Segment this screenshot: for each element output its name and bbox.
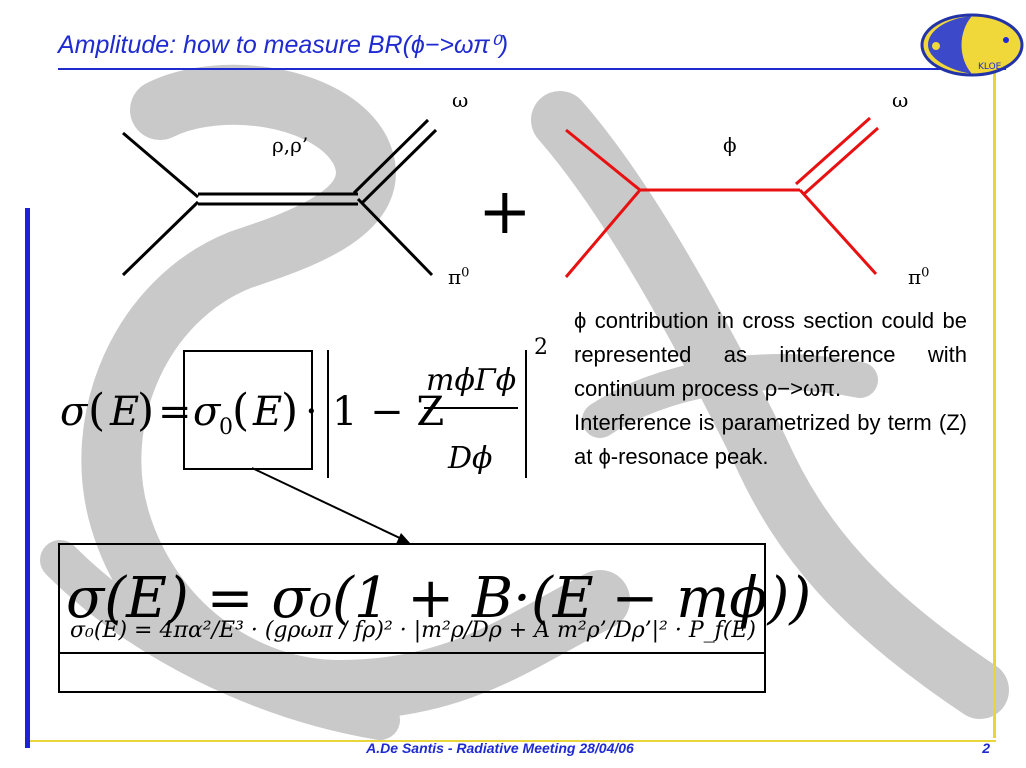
box-divider — [60, 652, 764, 654]
svg-text:=: = — [158, 389, 192, 435]
kloe-logo: KLOE — [920, 13, 1024, 77]
svg-text:): ) — [281, 385, 298, 436]
phi-label: ϕ — [723, 133, 737, 157]
svg-text:E: E — [109, 389, 139, 435]
svg-text:mϕΓϕ: mϕΓϕ — [426, 363, 516, 398]
sigma0-highlight-box — [183, 350, 313, 470]
svg-text:E: E — [252, 389, 282, 435]
title-underline — [58, 68, 1006, 70]
svg-text:(: ( — [88, 385, 105, 436]
sigma0-definition-formula: σ₀(E) = 4πα²/E³ · (gρωπ / fρ)² · |m²ρ/Dρ… — [70, 618, 756, 643]
overlay-formula: σ(E) = σ₀(1 + B·(E − mϕ)) — [66, 566, 811, 631]
svg-text:KLOE: KLOE — [978, 62, 1002, 72]
page-number: 2 — [982, 740, 990, 756]
left-accent-bar — [25, 208, 30, 748]
explanation-line-2: Interference is parametrized by term (Z)… — [574, 410, 967, 469]
slide-title: Amplitude: how to measure BR(ϕ−>ωπ⁰) — [58, 31, 509, 59]
feynman-diagram-rho — [121, 116, 879, 278]
plus-sign: + — [478, 175, 532, 249]
svg-text:(: ( — [232, 385, 249, 436]
explanation-line-1: ϕ contribution in cross section could be… — [574, 308, 967, 401]
footer-text: A.De Santis - Radiative Meeting 28/04/06 — [366, 740, 634, 756]
svg-text:1 − Z: 1 − Z — [332, 389, 444, 435]
svg-text:σ: σ — [60, 389, 89, 435]
svg-text:2: 2 — [534, 335, 548, 360]
pi0-label-right: π0 — [908, 265, 930, 289]
svg-text:0: 0 — [219, 415, 233, 440]
pi0-label-left: π0 — [448, 265, 470, 289]
svg-text:): ) — [137, 385, 154, 436]
rho-label: ρ,ρ’ — [272, 133, 309, 157]
svg-text:Dϕ: Dϕ — [447, 441, 493, 476]
omega-label-left: ω — [452, 88, 469, 112]
explanation-text: ϕ contribution in cross section could be… — [574, 304, 967, 474]
omega-label-right: ω — [892, 88, 909, 112]
main-formula: σ ( E ) = σ 0 ( E ) · 1 − Z mϕΓϕ Dϕ 2 — [60, 335, 548, 478]
bottom-frame-line — [30, 740, 996, 742]
svg-text:σ: σ — [193, 389, 222, 435]
right-frame-line — [993, 62, 996, 738]
sigma0-definition-box: σ(E) = σ₀(1 + B·(E − mϕ)) σ₀(E) = 4πα²/E… — [58, 543, 811, 693]
